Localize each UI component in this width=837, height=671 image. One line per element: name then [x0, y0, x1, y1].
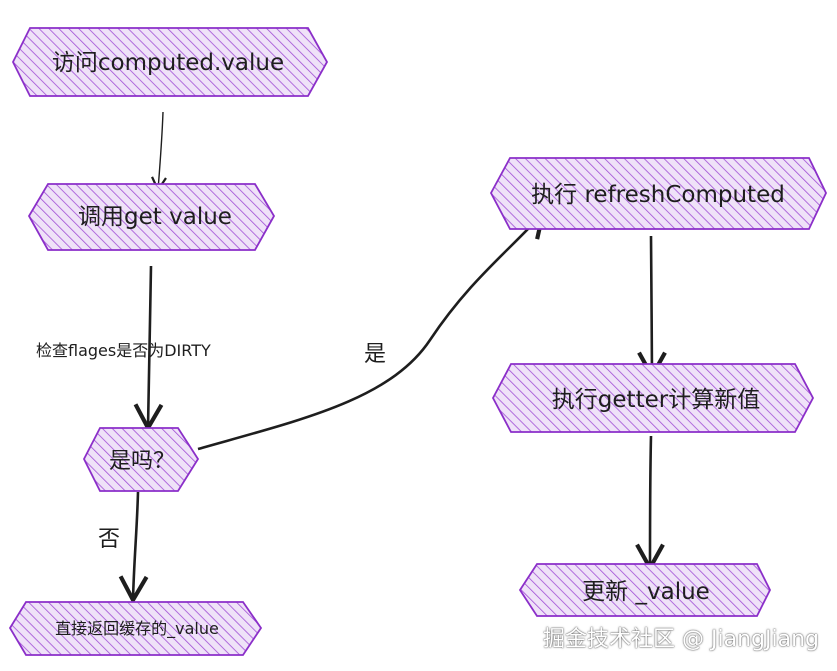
- node-access-label: 访问computed.value: [52, 50, 284, 76]
- node-access-computed-value: 访问computed.value: [11, 27, 329, 97]
- node-update-value: 更新 _value: [518, 563, 772, 617]
- edge-getter-to-update: [635, 435, 665, 573]
- check-dirty-label: 检查flages是否为DIRTY: [36, 341, 211, 360]
- edge-access-to-get: [151, 111, 167, 193]
- node-is-dirty: 是吗？: [82, 427, 200, 492]
- yes-label: 是: [364, 342, 386, 367]
- edge-refresh-to-getter: [637, 235, 667, 381]
- watermark: 掘金技术社区 @ JiangJiang: [543, 627, 819, 652]
- node-refresh-label: 执行 refreshComputed: [531, 182, 785, 208]
- node-refresh-computed: 执行 refreshComputed: [489, 157, 827, 230]
- node-is-dirty-label: 是吗？: [109, 449, 175, 474]
- node-get-value: 调用get value: [27, 183, 276, 251]
- node-run-getter: 执行getter计算新值: [491, 363, 815, 433]
- node-return-cached: 直接返回缓存的_value: [8, 601, 263, 656]
- edge-get-to-check: [133, 265, 164, 433]
- node-update-value-label: 更新 _value: [582, 579, 710, 605]
- edge-yes-to-refresh: [197, 209, 546, 451]
- node-run-getter-label: 执行getter计算新值: [552, 387, 760, 413]
- edge-no-to-return: [118, 491, 149, 605]
- no-label: 否: [98, 527, 120, 552]
- node-get-value-label: 调用get value: [78, 204, 232, 230]
- node-return-cached-label: 直接返回缓存的_value: [55, 619, 219, 639]
